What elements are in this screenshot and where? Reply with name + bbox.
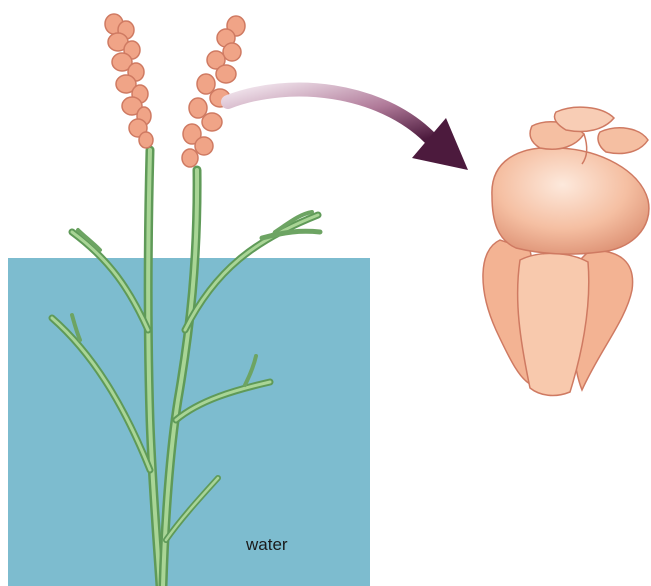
water-label: water	[246, 535, 288, 555]
right-flower-spike	[182, 16, 245, 167]
flower-top-center-lobe	[554, 107, 614, 131]
flower-main-body	[492, 148, 649, 254]
curved-arrow	[228, 90, 468, 170]
flower-top-right-lobe	[598, 128, 648, 154]
left-flower-spike	[105, 14, 153, 148]
enlarged-flower	[483, 107, 649, 395]
